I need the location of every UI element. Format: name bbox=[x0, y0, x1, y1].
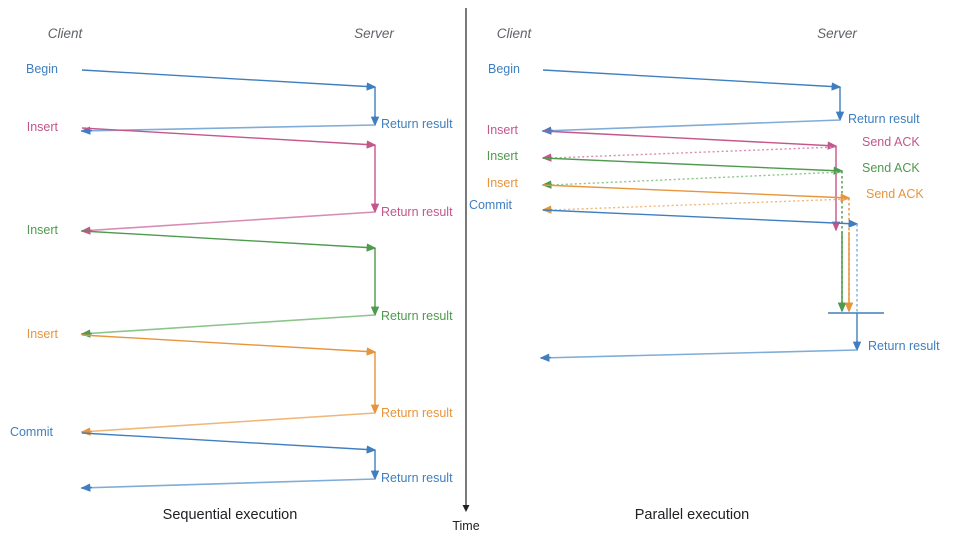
begin-request-arrow bbox=[542, 69, 842, 91]
return-result-label: Return result bbox=[381, 471, 453, 485]
request-arrow bbox=[81, 334, 377, 356]
return-result-label: Return result bbox=[848, 112, 920, 126]
time-axis-arrowhead bbox=[462, 505, 470, 512]
response-arrow bbox=[80, 427, 93, 436]
response-arrow bbox=[80, 126, 93, 135]
response-line bbox=[80, 314, 376, 335]
send-ack-label: Send ACK bbox=[862, 161, 920, 175]
response-line bbox=[80, 412, 376, 433]
right-client-lane-label: Client bbox=[497, 26, 533, 41]
op-request-arrow bbox=[542, 184, 851, 202]
send-ack-label: Send ACK bbox=[866, 187, 924, 201]
response-line bbox=[80, 211, 376, 232]
response-arrow bbox=[80, 329, 93, 338]
op-request-arrow bbox=[542, 130, 838, 150]
return-result-label: Return result bbox=[381, 117, 453, 131]
ack-dotted-line bbox=[550, 171, 843, 186]
begin-response-line bbox=[541, 119, 841, 132]
client-op-label: Commit bbox=[10, 425, 54, 439]
request-arrow bbox=[81, 69, 377, 91]
left-client-lane-label: Client bbox=[48, 26, 84, 41]
ack-dotted-line bbox=[550, 146, 837, 159]
client-op-label: Commit bbox=[469, 198, 513, 212]
response-arrow bbox=[80, 483, 93, 492]
request-arrow bbox=[81, 230, 377, 252]
op-request-arrow bbox=[542, 157, 844, 175]
return-result-label: Return result bbox=[381, 205, 453, 219]
commit-response-line bbox=[540, 349, 858, 359]
left-panel-caption: Sequential execution bbox=[163, 507, 298, 523]
response-line bbox=[80, 124, 376, 132]
client-op-label: Begin bbox=[488, 62, 520, 76]
request-arrow bbox=[81, 127, 377, 149]
send-ack-label: Send ACK bbox=[862, 135, 920, 149]
client-op-label: Insert bbox=[27, 327, 59, 341]
client-op-label: Insert bbox=[27, 223, 59, 237]
right-panel-caption: Parallel execution bbox=[635, 507, 749, 523]
client-op-label: Begin bbox=[26, 62, 58, 76]
left-server-lane-label: Server bbox=[354, 26, 394, 41]
right-server-lane-label: Server bbox=[817, 26, 857, 41]
ack-dotted-line bbox=[550, 198, 850, 211]
response-line bbox=[80, 478, 376, 489]
return-result-label: Return result bbox=[868, 339, 940, 353]
commit-request-arrow bbox=[542, 209, 859, 228]
client-op-label: Insert bbox=[487, 176, 519, 190]
client-op-label: Insert bbox=[487, 123, 519, 137]
client-op-label: Insert bbox=[27, 120, 59, 134]
return-result-label: Return result bbox=[381, 406, 453, 420]
request-arrow bbox=[81, 432, 377, 454]
time-axis-label: Time bbox=[452, 519, 479, 533]
time-axis: Time bbox=[452, 8, 480, 533]
return-result-label: Return result bbox=[381, 309, 453, 323]
client-op-label: Insert bbox=[487, 149, 519, 163]
